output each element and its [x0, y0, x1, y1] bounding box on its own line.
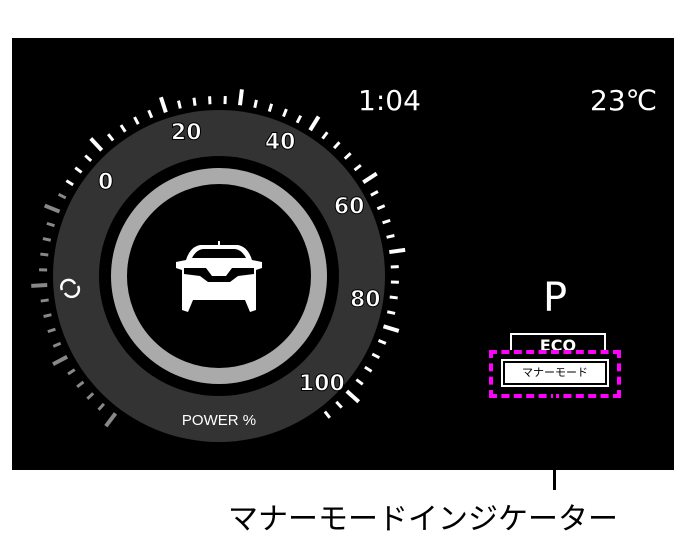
gauge-tick [335, 400, 343, 409]
gauge-tick [237, 89, 244, 106]
gear-indicator: P [543, 275, 568, 321]
gauge-tick [42, 237, 52, 242]
gauge-tick [46, 221, 55, 228]
gauge-tick [389, 295, 398, 300]
gauge-tick [389, 247, 406, 255]
callout-leader-line [553, 394, 556, 490]
gauge-scale-label: 20 [171, 121, 202, 146]
gauge-tick [119, 124, 127, 133]
manner-mode-highlight: マナーモード [489, 350, 621, 398]
gauge-tick [40, 298, 49, 303]
gauge-scale-label: 0 [98, 170, 113, 195]
gauge-tick [65, 179, 74, 187]
gauge-tick [382, 218, 391, 225]
gauge-tick [133, 116, 140, 125]
gauge-tick [86, 392, 95, 400]
gauge-tick [47, 327, 56, 334]
gauge-tick [377, 339, 387, 345]
gauge-tick [321, 131, 329, 140]
gauge-tick [76, 380, 85, 389]
gauge-tick [267, 103, 274, 112]
callout-caption: マナーモードインジケーター [228, 502, 618, 537]
outside-temperature: 23℃ [590, 84, 658, 117]
gauge-tick [43, 313, 52, 318]
gauge-ring [111, 168, 327, 384]
gauge-tick [43, 203, 61, 214]
regen-arrows-icon [60, 278, 81, 299]
gauge-tick [362, 171, 378, 184]
gauge-tick [376, 204, 386, 211]
gauge-tick [104, 412, 118, 428]
manner-mode-indicator: マナーモード [501, 359, 609, 387]
gauge-tick [353, 163, 362, 172]
gauge-tick [308, 115, 321, 132]
gauge-tick [40, 252, 49, 257]
gauge-tick [282, 108, 288, 118]
gauge-tick [343, 152, 352, 160]
gauge-scale-label: 60 [334, 195, 365, 220]
gauge-tick [386, 234, 395, 239]
gauge-tick [295, 114, 303, 124]
gauge-tick [74, 166, 83, 174]
gauge-tick [371, 352, 381, 360]
gauge-tick [57, 192, 67, 200]
gauge-scale-labels: 0 20 40 60 80 100 [97, 120, 381, 397]
gauge-tick [386, 310, 396, 315]
gauge-tick [192, 97, 197, 106]
gauge-tick [52, 354, 69, 367]
gauge-scale-label: 100 [299, 371, 345, 396]
gauge-tick [332, 141, 341, 150]
car-rear-icon [176, 241, 262, 312]
gauge-tick [345, 389, 361, 404]
gauge-tick [67, 368, 76, 376]
gauge-tick [106, 133, 115, 142]
gauge-tick [177, 100, 182, 109]
gauge-title: POWER % [182, 412, 256, 429]
gauge-tick [355, 378, 364, 386]
gauge-tick [147, 109, 154, 119]
gauge-scale-label: 40 [265, 130, 296, 155]
clock: 1:04 [358, 84, 421, 117]
gauge-scale-label: 80 [350, 288, 381, 313]
gauge-tick [31, 283, 48, 288]
gauge-tick [253, 99, 258, 109]
gauge-tick [84, 154, 93, 163]
gauge-tick [382, 324, 400, 333]
gauge-tick [159, 96, 168, 114]
gauge-tick [89, 137, 104, 152]
gauge-tick [323, 410, 332, 419]
gauge-tick [370, 190, 379, 197]
gauge-tick [97, 402, 106, 411]
gauge-tick [52, 341, 62, 348]
gauge-ticks [31, 89, 406, 428]
gauge-tick [364, 365, 373, 373]
